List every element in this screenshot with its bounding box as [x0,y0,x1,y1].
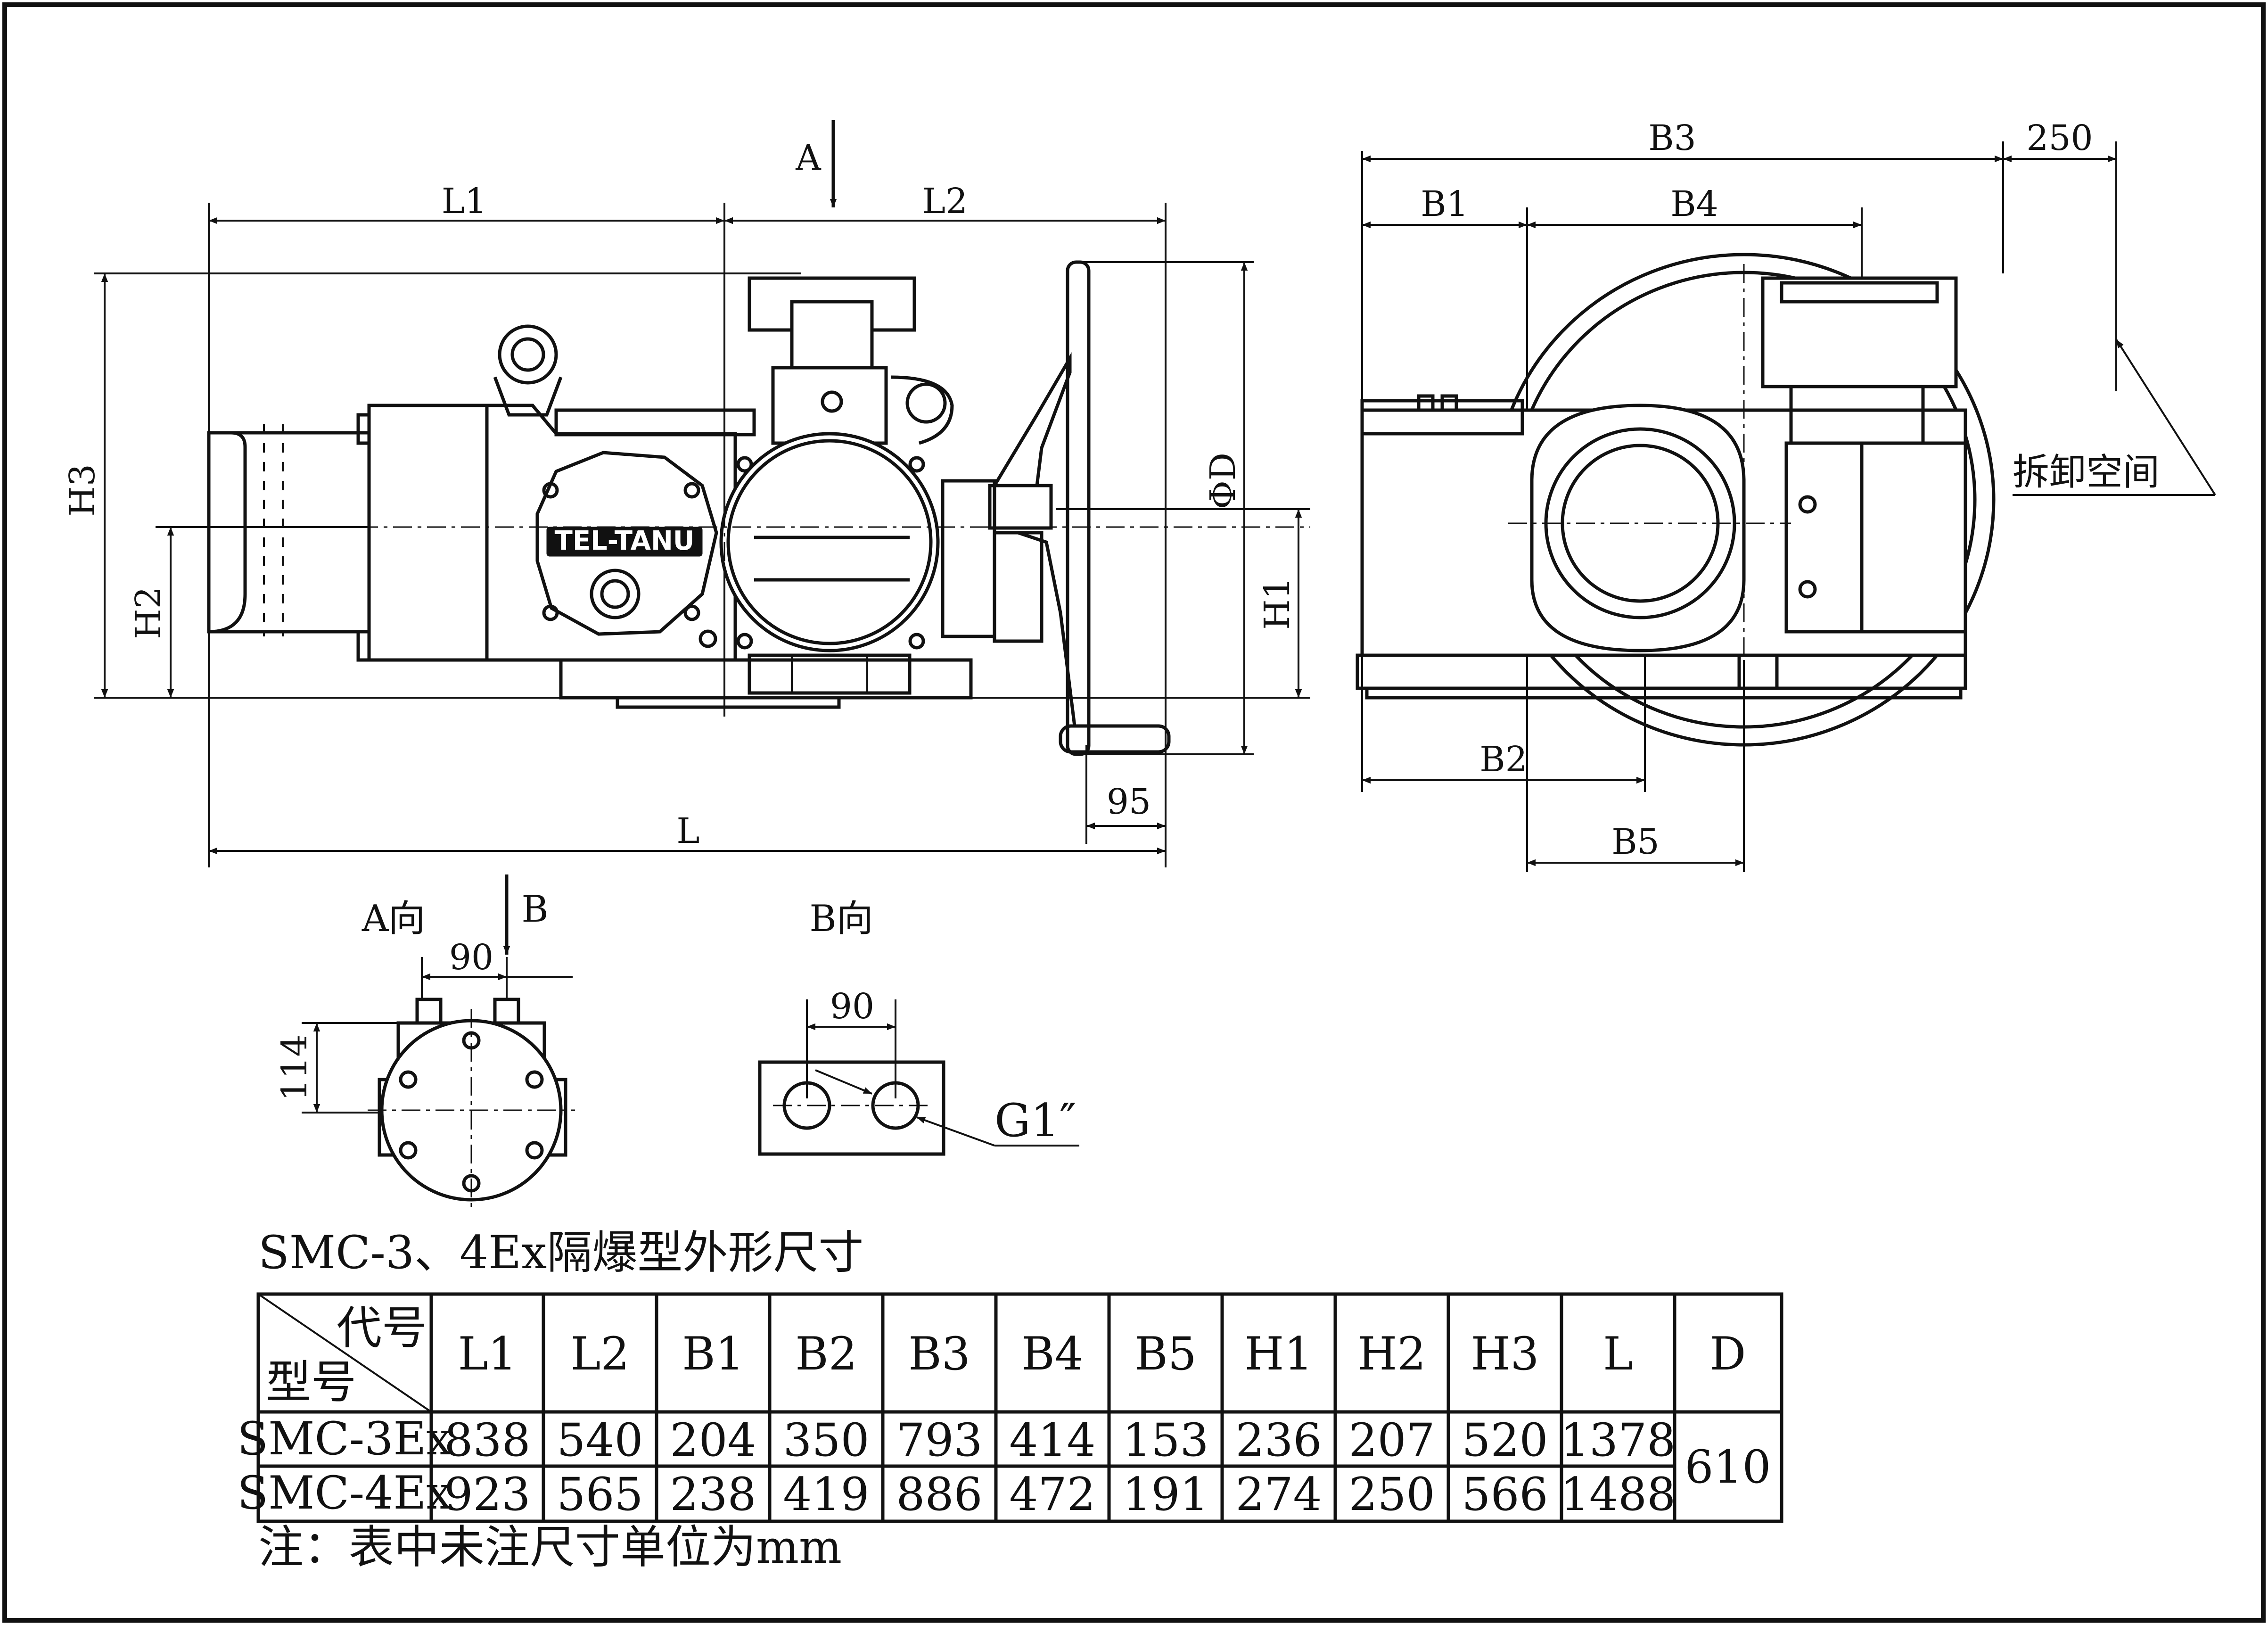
table-cell: 274 [1235,1468,1322,1521]
dim-95-label: 95 [1107,782,1151,822]
table-cell: 566 [1462,1468,1548,1521]
table-cell: 1488 [1561,1468,1676,1521]
table-cell: 565 [557,1468,643,1521]
table-header: B4 [1021,1328,1084,1380]
table-cell: 540 [557,1414,643,1467]
table-header: L2 [571,1328,630,1380]
table-cell: 923 [444,1468,530,1521]
view-b-marker: B [521,888,548,931]
table-cell: 886 [896,1468,982,1521]
table-header: B3 [908,1328,970,1380]
side-view: B3 250 B1 B4 B2 B5 拆卸空间 [1356,118,2216,872]
dim-d-label: ΦD [1203,453,1243,509]
table-caption: SMC-3、4Ex隔爆型外形尺寸 [258,1226,863,1279]
removal-space-note: 拆卸空间 [2013,451,2160,494]
table-cell: 191 [1122,1468,1208,1521]
thread-label: G1″ [994,1094,1076,1147]
table-cell: 238 [670,1468,756,1521]
view-a-title: A向 [362,898,425,940]
front-view: L1 L2 H3 H2 H1 ΦD L 95 A TEL-TANU [62,120,1310,867]
table-cell: 419 [783,1468,869,1521]
table-cell: 793 [896,1414,982,1467]
dim-a-90-label: 90 [449,937,493,978]
table-cell: 204 [670,1414,756,1467]
table-header: H1 [1245,1328,1313,1380]
view-a-marker: A [795,138,822,178]
view-b-title: B向 [809,898,873,940]
table-cell: 350 [783,1414,869,1467]
table-corner-bottom: 型号 [266,1356,356,1409]
table-header: H3 [1471,1328,1539,1380]
dim-b4-label: B4 [1670,184,1718,224]
dim-b3-label: B3 [1648,118,1696,158]
dim-h3-label: H3 [62,464,103,517]
table-header: B1 [682,1328,744,1380]
dim-b2-label: B2 [1479,739,1527,780]
table-cell: 153 [1122,1414,1208,1467]
nameplate-text: TEL-TANU [555,526,695,556]
table-header: H2 [1358,1328,1426,1380]
table-corner-top: 代号 [337,1302,427,1354]
table-cell: 250 [1348,1468,1435,1521]
dim-h1-label: H1 [1257,577,1298,630]
dim-l2-label: L2 [922,181,968,222]
table-row-model: SMC-4Ex [237,1467,452,1519]
table-row-model: SMC-3Ex [237,1412,452,1465]
table-note: 注：表中未注尺寸单位为mm [258,1521,842,1574]
table-header: B5 [1134,1328,1197,1380]
table-cell: 472 [1009,1468,1095,1521]
dim-b1-label: B1 [1421,184,1468,224]
table-cell: 520 [1462,1414,1548,1467]
table-cell: 1378 [1561,1414,1676,1467]
table-header: D [1710,1328,1746,1380]
table-header: B2 [795,1328,857,1380]
table-header: L1 [458,1328,517,1380]
dim-a-114-label: 114 [274,1034,315,1101]
table-cell-shared-d: 610 [1685,1441,1771,1493]
removal-space-leader [2115,338,2216,496]
dimension-table: SMC-3、4Ex隔爆型外形尺寸 代号 型号 L1 L2 B1 B2 B3 B4… [237,1226,1783,1574]
dim-h2-label: H2 [128,586,169,639]
table-cell: 207 [1348,1414,1435,1467]
dim-250-label: 250 [2026,118,2093,158]
table-cell: 414 [1009,1414,1095,1467]
dim-b5-label: B5 [1611,822,1659,862]
table-cell: 838 [444,1414,530,1467]
dim-b-90-label: 90 [830,986,874,1027]
view-b: B向 90 G1″ [758,898,1079,1156]
view-a: A向 B 90 114 [274,874,575,1212]
table-cell: 236 [1235,1414,1322,1467]
dim-l-label: L [676,811,699,851]
dim-l1-label: L1 [442,181,487,222]
table-header: L [1603,1328,1633,1380]
